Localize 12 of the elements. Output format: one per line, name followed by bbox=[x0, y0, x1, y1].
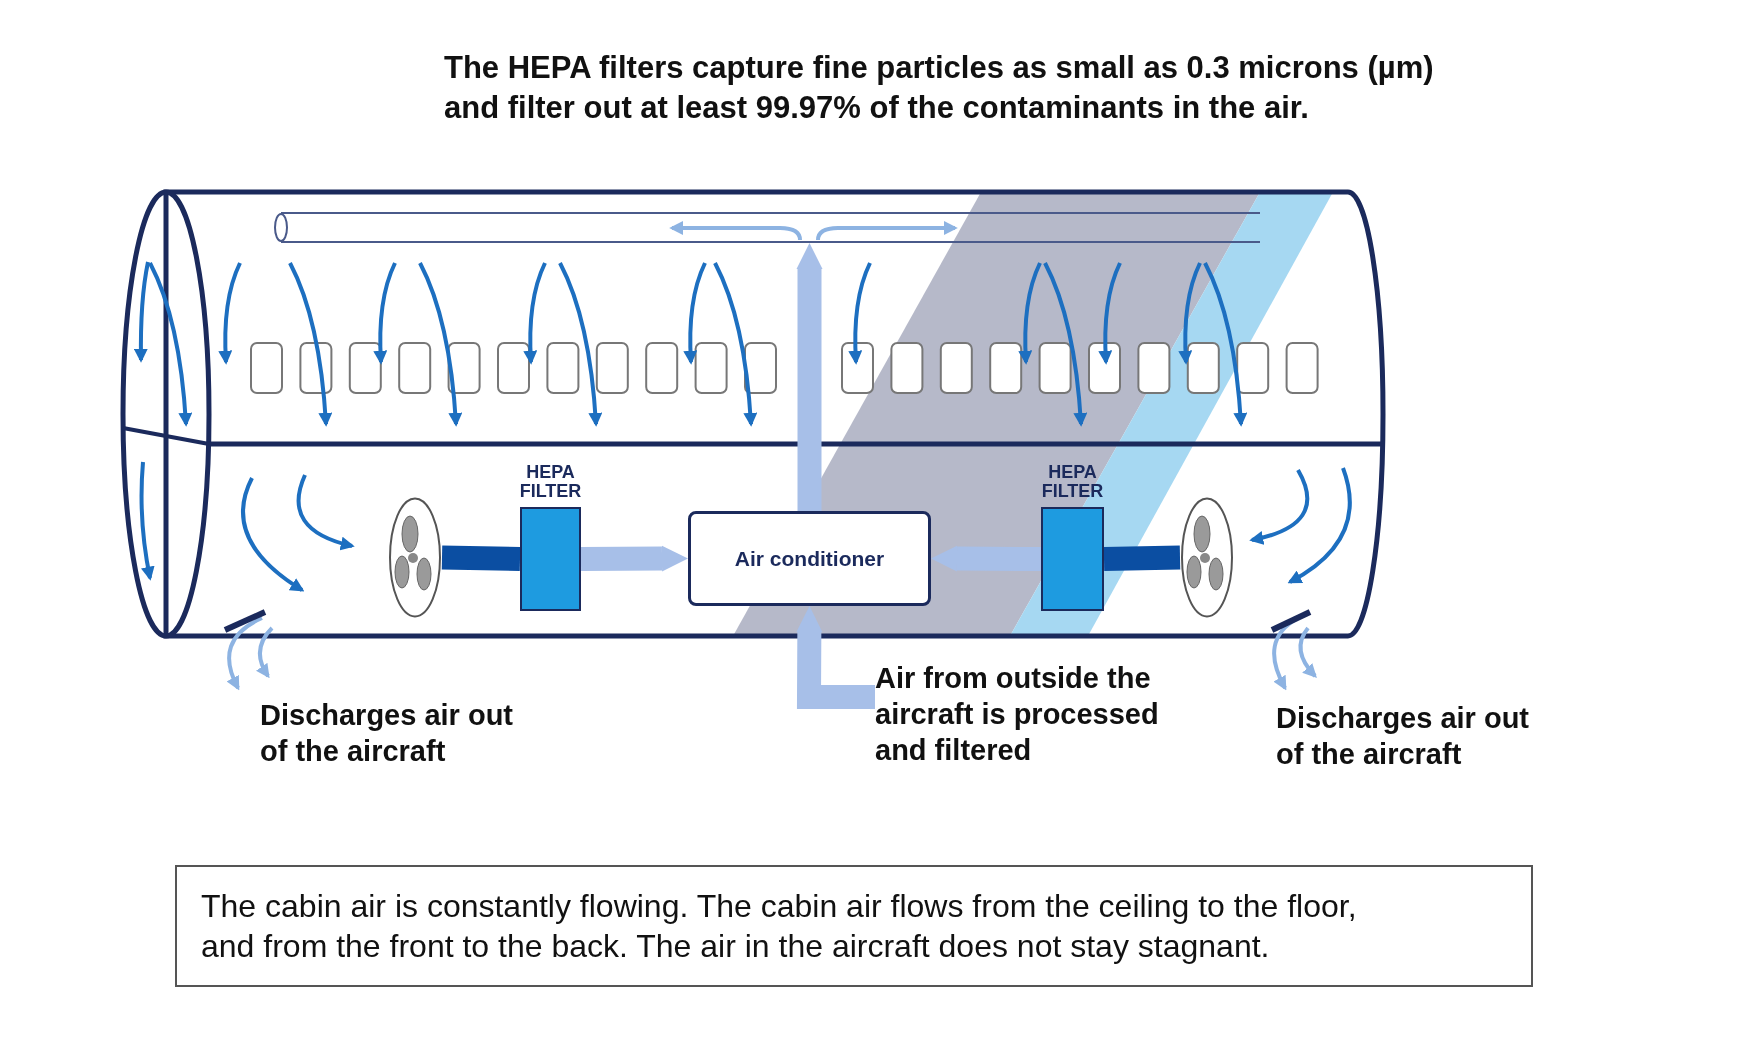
title: The HEPA filters capture fine particles as small as 0.3 microns (µm) and filter out at least 99.97% of the contaminants in the air. bbox=[444, 49, 1435, 127]
flow-arrow bbox=[580, 545, 688, 572]
filter-label: HEPA FILTER bbox=[518, 463, 583, 501]
filter-label: HEPA FILTER bbox=[1040, 463, 1105, 501]
callout-text: Discharges air out of the aircraft bbox=[260, 698, 515, 769]
flow-arrow bbox=[931, 545, 1042, 572]
callout-text: Discharges air out of the aircraft bbox=[1276, 701, 1531, 772]
air-conditioner-box: Air conditioner bbox=[688, 511, 931, 606]
caption: The cabin air is constantly flowing. The cabin air flows from the ceiling to the floor, and from the front to the back. The air in the aircraft does not stay stagnant. bbox=[201, 887, 1358, 966]
callout-text: Air from outside the aircraft is processed and filtered bbox=[875, 661, 1160, 768]
air-duct bbox=[273, 212, 1260, 243]
flow-arrow bbox=[796, 606, 875, 709]
